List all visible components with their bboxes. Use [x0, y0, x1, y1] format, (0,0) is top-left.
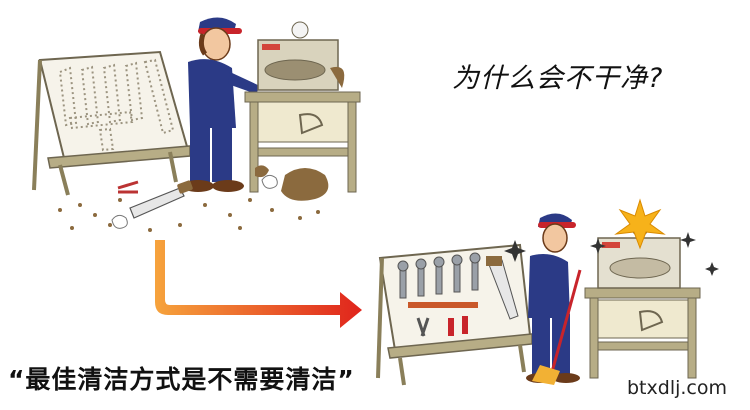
shine-sparkles — [504, 198, 719, 276]
site-watermark: btxdlj.com — [627, 377, 727, 399]
messy-tool-board — [32, 50, 191, 196]
clean-tool-board — [376, 243, 533, 386]
messy-worker — [182, 17, 260, 192]
clean-machine — [584, 219, 701, 379]
messy-scene — [32, 17, 361, 232]
transition-arrow — [155, 240, 362, 328]
floor-rag — [111, 174, 278, 229]
floor-pliers — [117, 180, 139, 194]
floor-saw — [129, 180, 193, 219]
clean-scene — [376, 198, 719, 386]
clean-worker — [526, 213, 582, 385]
slogan-caption: “最佳清洁方式是不需要清洁” — [8, 365, 355, 394]
question-caption: 为什么会不干净? — [452, 63, 664, 94]
messy-machine — [244, 21, 361, 193]
